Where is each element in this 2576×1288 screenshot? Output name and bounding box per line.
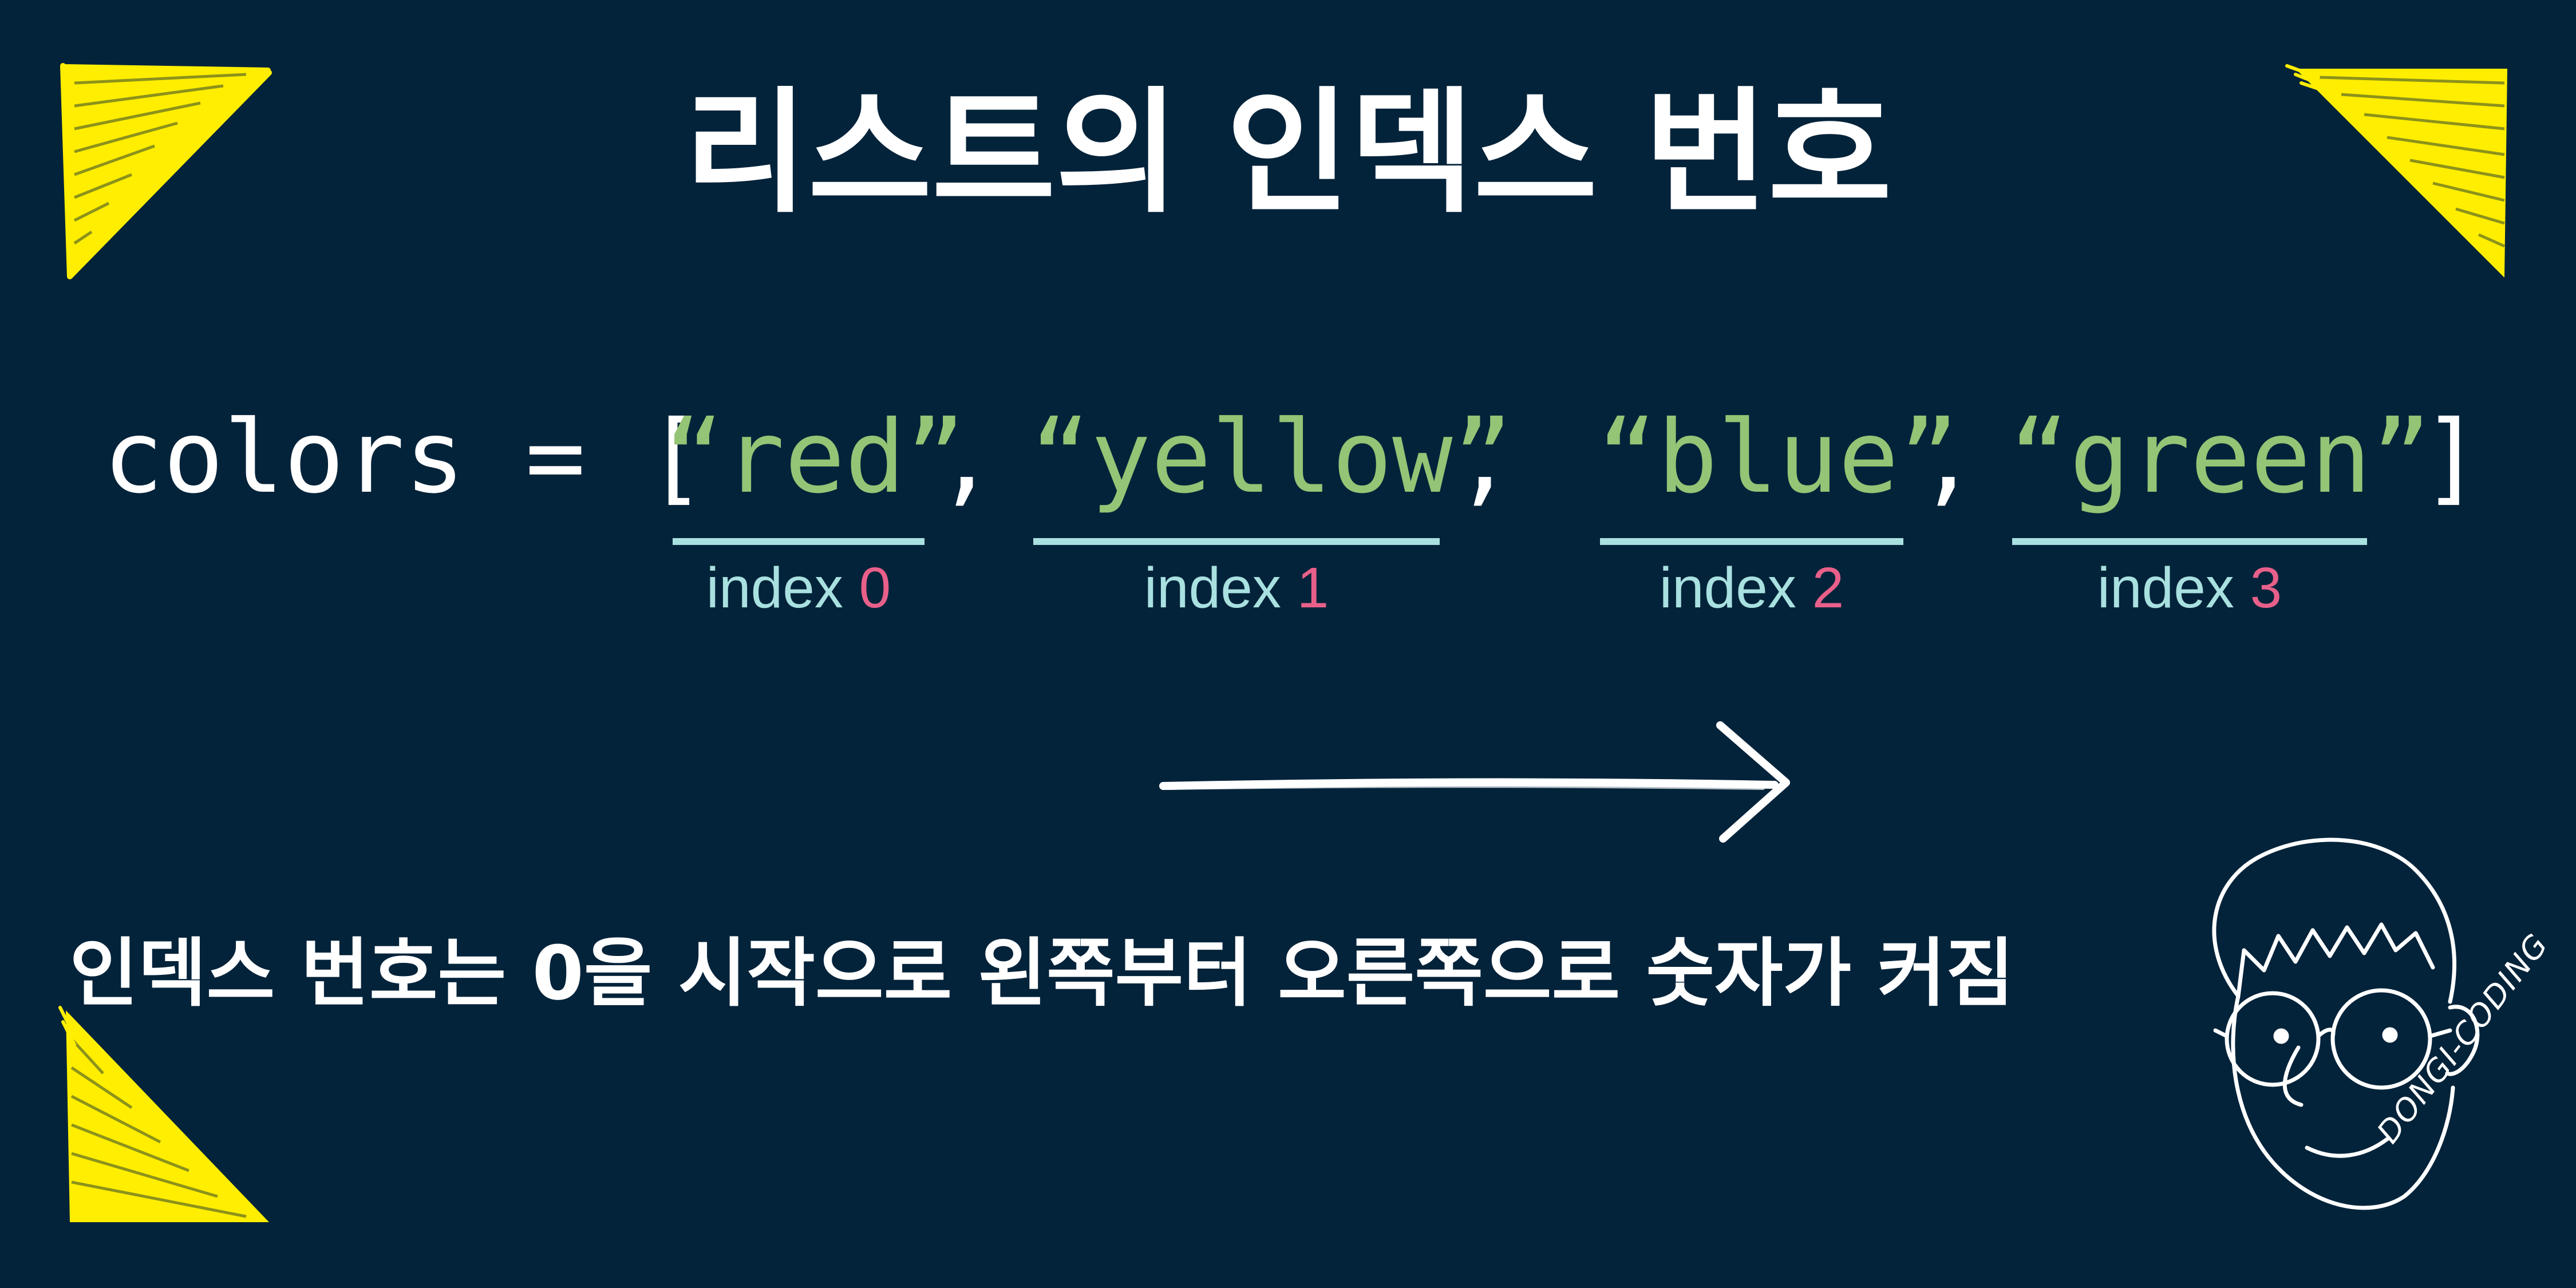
code-comma: ,	[1918, 400, 1978, 516]
index-underline	[673, 538, 924, 545]
index-word: index	[1144, 556, 1281, 620]
code-item-red: “red”	[664, 400, 966, 516]
code-prefix: colors = [	[103, 400, 706, 516]
index-label-0: index 0	[673, 551, 924, 625]
caption-text: 인덱스 번호는 0을 시작으로 왼쪽부터 오른쪽으로 숫자가 커짐	[69, 930, 2014, 1017]
index-word: index	[706, 556, 843, 620]
code-suffix: ]	[2421, 400, 2482, 516]
index-word: index	[1659, 556, 1796, 620]
arrow-right-icon	[1159, 721, 1790, 843]
code-comma: ,	[936, 400, 997, 516]
code-comma: ,	[1454, 400, 1515, 516]
index-number: 0	[859, 556, 891, 620]
code-item-yellow: “yellow”	[1030, 400, 1513, 516]
index-number: 3	[2250, 556, 2282, 620]
index-number: 2	[1812, 556, 1844, 620]
index-underline	[1033, 538, 1440, 545]
corner-decoration-bottom-left	[58, 1006, 269, 1222]
index-label-1: index 1	[1033, 551, 1440, 625]
code-item-green: “green”	[2009, 400, 2432, 516]
page-title: 리스트의 인덱스 번호	[684, 75, 1892, 231]
index-label-3: index 3	[2012, 551, 2367, 625]
corner-decoration-top-right	[2285, 64, 2507, 278]
code-item-blue: “blue”	[1597, 400, 1959, 516]
index-underline	[1600, 538, 1903, 545]
index-word: index	[2097, 556, 2234, 620]
index-label-2: index 2	[1600, 551, 1903, 625]
dongi-coding-logo	[2212, 837, 2480, 1210]
corner-decoration-top-left	[60, 63, 272, 279]
index-number: 1	[1297, 556, 1329, 620]
index-underline	[2012, 538, 2367, 545]
